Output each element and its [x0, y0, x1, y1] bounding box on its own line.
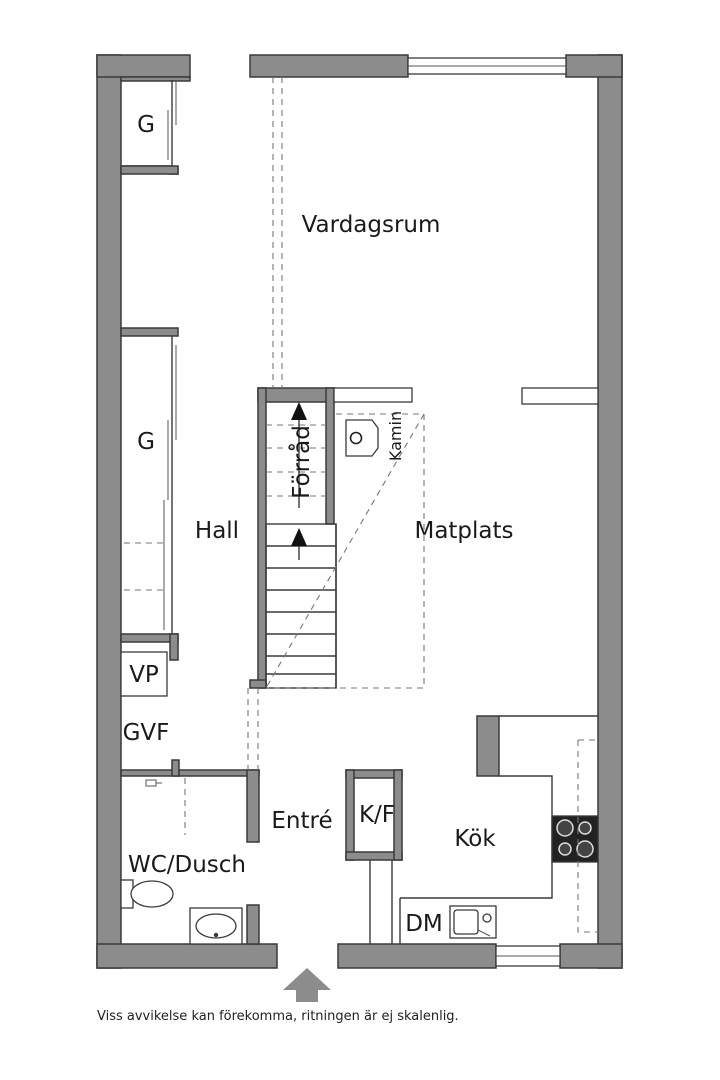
right-partition — [521, 387, 599, 405]
wall-bottom-left — [96, 943, 278, 969]
bath-wall-right-lower — [246, 904, 260, 945]
bath-wall-right — [246, 769, 260, 843]
wall-top-mid — [249, 54, 409, 78]
closet-top-divider — [120, 165, 179, 175]
staircase — [265, 523, 337, 689]
closet-mid-wall-top — [120, 327, 179, 337]
wall-top-left — [96, 54, 191, 78]
kf-wall-right — [393, 769, 403, 861]
stair-wall-top — [257, 387, 335, 403]
wall-bottom-right — [559, 943, 623, 969]
bath-sink-icon — [189, 907, 243, 945]
label-hall: Hall — [195, 518, 239, 544]
dashed-ceiling-lines — [247, 77, 283, 770]
forrad-wall-right — [325, 387, 335, 525]
kitchen-wall-stub — [476, 715, 500, 777]
stair-up-arrow-icon — [291, 402, 307, 560]
bathroom — [120, 759, 260, 945]
upper-floor-outline — [266, 413, 425, 689]
stair-steps — [266, 545, 336, 675]
label-vardagsrum: Vardagsrum — [302, 212, 441, 238]
stair-block — [249, 387, 425, 689]
fireplace-icon — [345, 419, 379, 457]
label-forrad: Förråd — [287, 425, 315, 499]
label-kok: Kök — [454, 826, 496, 852]
stair-wall-left — [257, 387, 267, 689]
wall-top-right — [565, 54, 623, 78]
forrad-dashed-steps — [266, 424, 326, 497]
toilet-icon — [120, 879, 174, 909]
label-wc-dusch: WC/Dusch — [128, 852, 246, 878]
windows — [407, 57, 567, 967]
stair-ledge — [333, 387, 413, 403]
stove-icon — [551, 815, 599, 863]
disclaimer-note: Viss avvikelse kan förekomma, ritningen … — [97, 1009, 459, 1024]
label-garage-mid: G — [137, 429, 155, 455]
label-gvf: GVF — [123, 720, 170, 746]
label-kf: K/F — [359, 802, 395, 828]
closet-mid-stub — [169, 633, 179, 661]
kf-wall-left — [345, 769, 355, 861]
kitchen-sink-icon — [449, 905, 497, 939]
bath-wall-stub — [171, 759, 180, 777]
bath-wall-top-a — [120, 769, 180, 777]
entrance-arrow-icon — [283, 968, 331, 1002]
label-vp: VP — [129, 662, 159, 688]
kitchen — [345, 715, 599, 944]
vp-unit — [120, 651, 168, 697]
label-matplats: Matplats — [414, 518, 513, 544]
wall-bottom-mid — [337, 943, 497, 969]
outer-walls — [96, 54, 623, 969]
stair-wall-foot — [249, 679, 267, 689]
wall-left — [96, 54, 122, 969]
closet-mid — [120, 327, 179, 661]
closet-top — [120, 76, 191, 175]
label-kamin: Kamin — [386, 411, 405, 461]
label-garage-top: G — [137, 112, 155, 138]
shower-head — [145, 779, 162, 787]
wall-right — [597, 54, 623, 969]
label-dm: DM — [405, 911, 443, 937]
label-entre: Entré — [271, 808, 332, 834]
closet-top-wall — [120, 76, 191, 82]
